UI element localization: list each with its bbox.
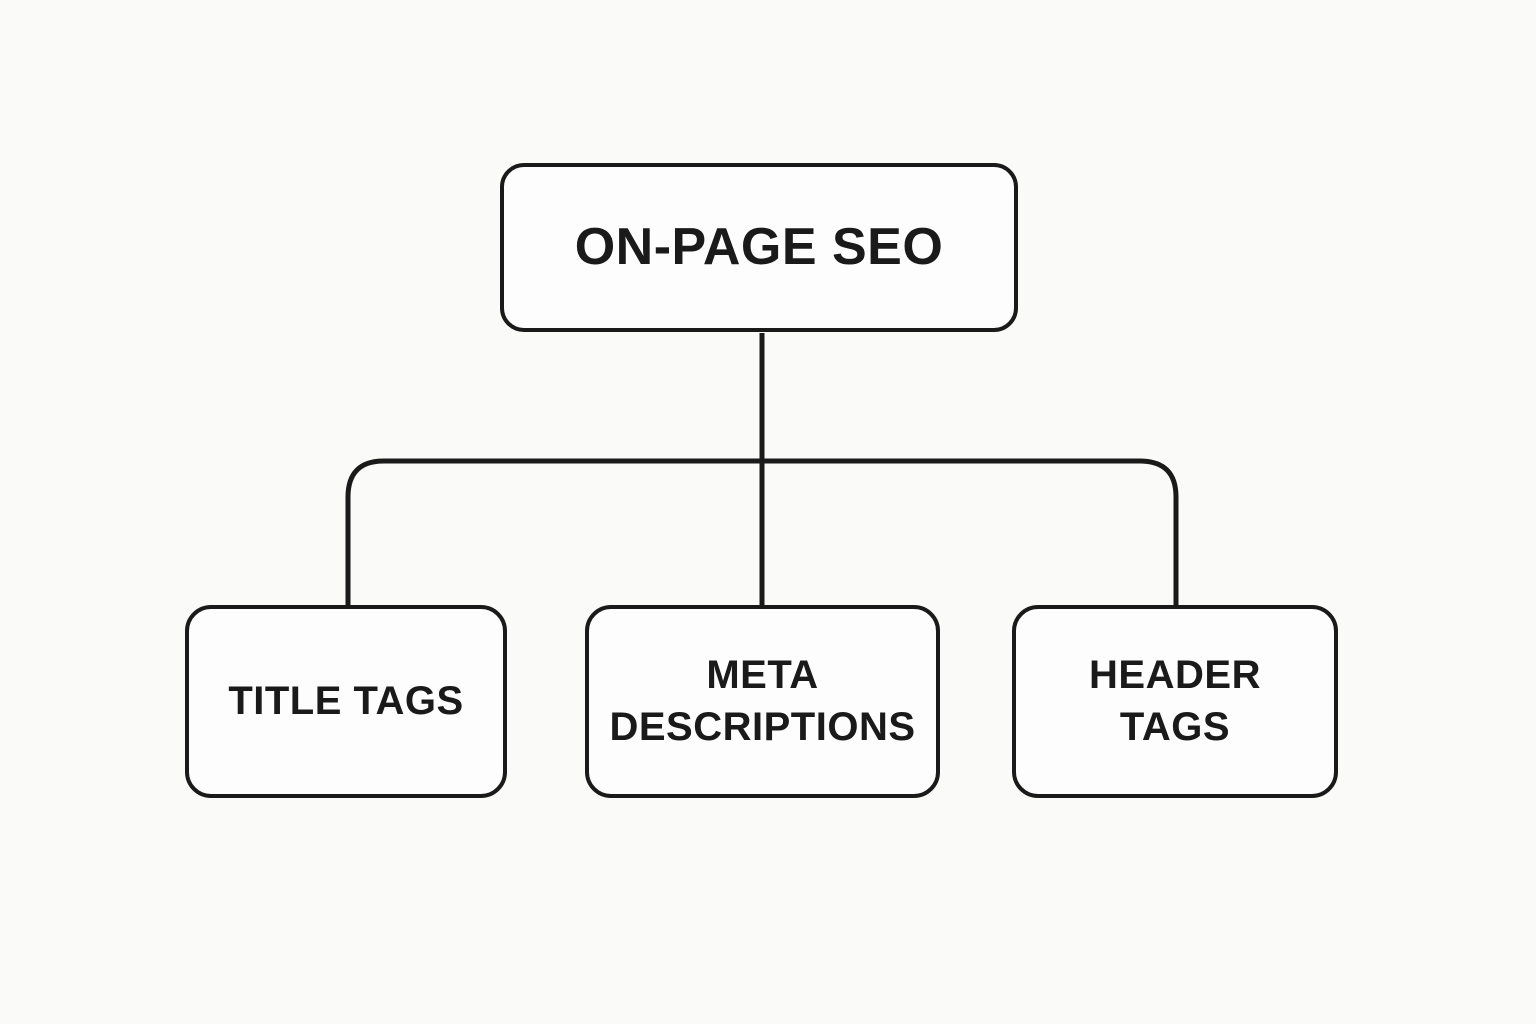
node-title-tags: TITLE TAGS [185,605,507,798]
node-on-page-seo-label: ON-PAGE SEO [574,218,944,277]
node-header-tags: HEADER TAGS [1012,605,1338,798]
connector-rail [345,458,1179,609]
node-meta-descriptions-label: META DESCRIPTIONS [609,653,916,749]
node-header-tags-label: HEADER TAGS [1089,653,1261,749]
node-on-page-seo: ON-PAGE SEO [500,163,1018,332]
node-meta-descriptions: META DESCRIPTIONS [585,605,940,798]
node-title-tags-label: TITLE TAGS [228,678,464,723]
